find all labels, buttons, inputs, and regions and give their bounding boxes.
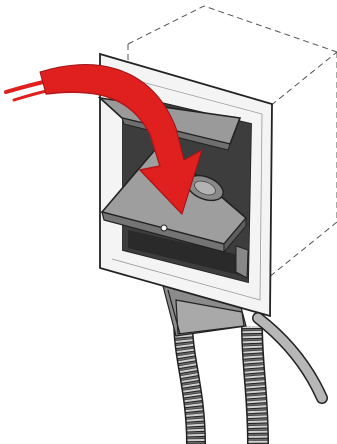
inlet-latch <box>161 225 167 231</box>
hose-left <box>183 320 196 444</box>
hose-right <box>252 326 258 444</box>
cable <box>258 318 322 398</box>
